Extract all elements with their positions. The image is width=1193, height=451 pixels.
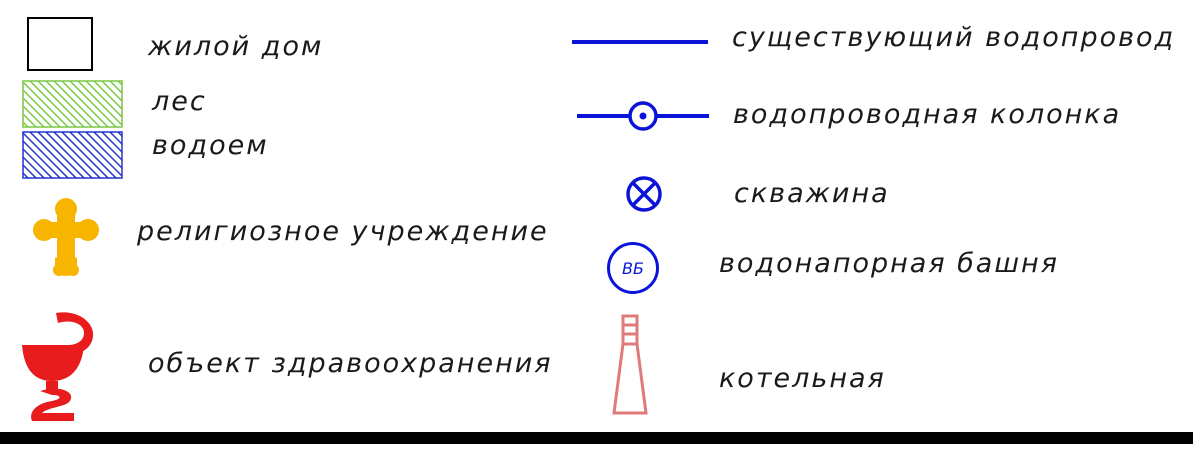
water-body-hatch-icon <box>22 131 123 179</box>
legend-label-boiler-house: котельная <box>719 363 886 394</box>
legend-label-residential-house: жилой дом <box>148 31 324 62</box>
forest-hatch-icon <box>22 80 123 128</box>
water-pipe-line-icon <box>572 40 708 44</box>
residential-house-square-icon <box>27 17 93 71</box>
water-hydrant-icon <box>577 101 709 131</box>
boiler-house-chimney-icon <box>612 314 648 415</box>
legend-label-well: скважина <box>734 178 890 209</box>
legend-label-water-body: водоем <box>152 130 269 161</box>
legend-label-water-tower: водонапорная башня <box>719 248 1059 279</box>
bowl-of-hygieia-icon <box>22 312 94 421</box>
water-tower-badge: ВБ <box>622 258 644 278</box>
legend-bottom-border <box>0 432 1193 444</box>
legend-label-forest: лес <box>152 86 207 117</box>
legend-label-existing-water-pipe: существующий водопровод <box>732 22 1176 53</box>
legend-label-water-hydrant: водопроводная колонка <box>733 99 1122 130</box>
well-cross-circle-icon <box>626 176 662 212</box>
orthodox-cross-icon <box>33 198 99 276</box>
legend-label-healthcare-facility: объект здравоохранения <box>148 348 553 379</box>
water-tower-icon: ВБ <box>607 242 659 294</box>
legend-label-religious-institution: религиозное учреждение <box>137 216 549 247</box>
